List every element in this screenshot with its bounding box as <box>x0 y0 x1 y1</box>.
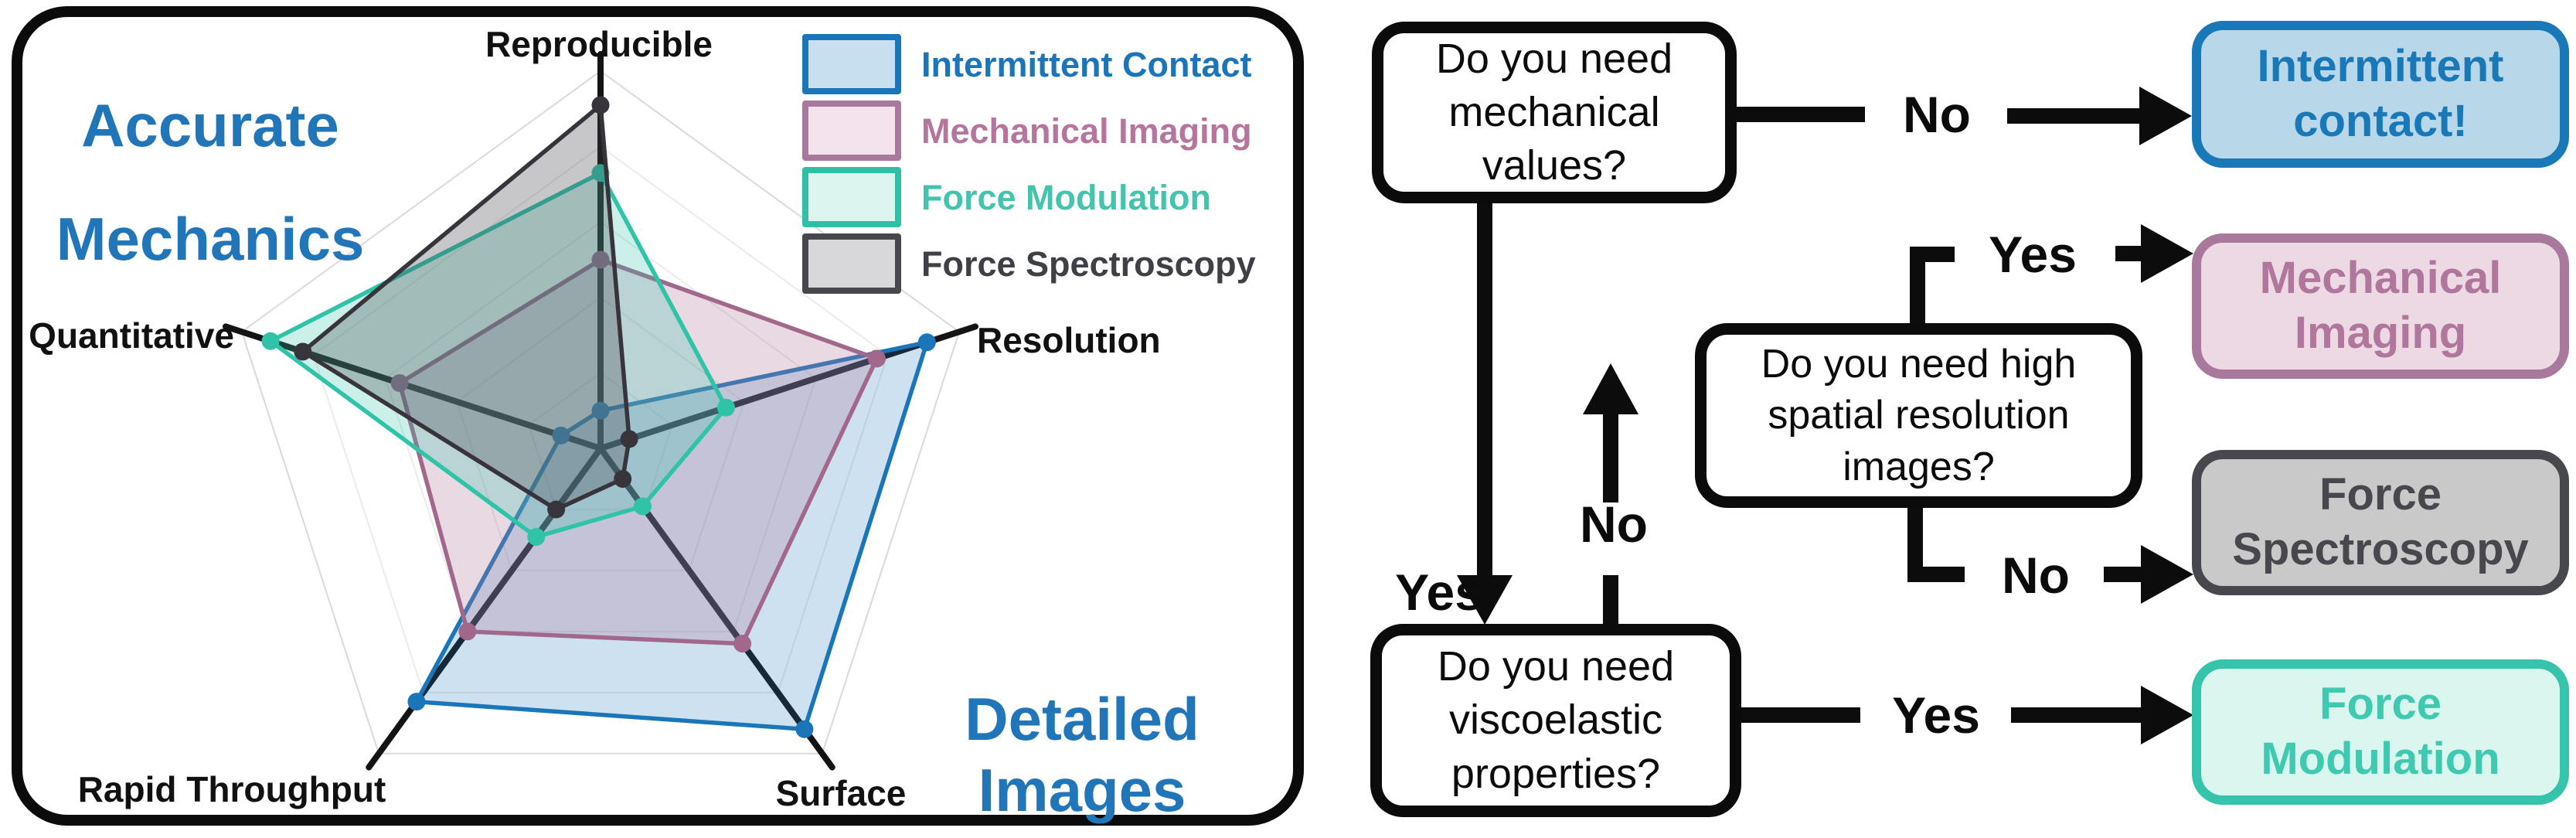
legend-swatch-force-modulation <box>802 167 901 227</box>
label-no-mid: No <box>1580 496 1648 553</box>
legend-item-mechanical-imaging: Mechanical Imaging <box>802 100 1256 161</box>
legend-label: Intermittent Contact <box>921 44 1252 84</box>
arrowhead-yes-mi <box>2141 224 2193 283</box>
label-no-force-spectroscopy: No <box>2002 547 2070 604</box>
axis-label-quantitative: Quantitative <box>29 315 234 356</box>
legend-item-force-modulation: Force Modulation <box>802 167 1256 227</box>
radar-point <box>261 332 280 350</box>
arrowhead-no-top <box>2139 87 2192 145</box>
arrowhead-no-mid-up <box>1583 363 1638 414</box>
radar-panel-border <box>12 6 1304 826</box>
radar-point <box>620 430 638 448</box>
question-box-viscoelastic: Do you need viscoelastic properties? <box>1370 624 1741 817</box>
axis-label-reproducible: Reproducible <box>485 24 713 64</box>
radar-point <box>407 693 426 711</box>
radar-point <box>552 426 570 445</box>
radar-axis-3 <box>366 445 604 771</box>
radar-point <box>591 401 610 420</box>
radar-series-3 <box>301 103 631 512</box>
radar-point <box>591 250 610 269</box>
label-no-top: No <box>1903 86 1971 143</box>
radar-point <box>917 333 936 352</box>
legend: Intermittent Contact Mechanical Imaging … <box>802 34 1256 294</box>
result-box-force-modulation: Force Modulation <box>2192 659 2569 805</box>
axis-label-rapid-throughput: Rapid Throughput <box>77 769 386 809</box>
radar-point <box>733 635 752 653</box>
radar-point <box>591 96 610 114</box>
legend-label: Mechanical Imaging <box>921 111 1252 151</box>
elbow-yes-mi <box>1910 247 1955 323</box>
label-yes-force-modulation: Yes <box>1892 686 1980 744</box>
radar-series-1 <box>397 257 880 646</box>
legend-item-force-spectroscopy: Force Spectroscopy <box>802 233 1256 294</box>
radar-point <box>458 622 477 641</box>
radar-point <box>547 500 566 519</box>
elbow-no-fs <box>1907 508 1965 582</box>
legend-swatch-force-spectroscopy <box>802 233 901 294</box>
legend-swatch-mechanical-imaging <box>802 100 901 161</box>
radar-point <box>716 398 735 417</box>
radar-point <box>633 497 652 516</box>
question-box-mechanical-values: Do you need mechanical values? <box>1372 22 1737 203</box>
legend-label: Force Spectroscopy <box>921 244 1256 284</box>
result-box-force-spectroscopy: Force Spectroscopy <box>2192 450 2569 595</box>
radar-axis-4 <box>222 323 604 451</box>
arrowhead-yes-down <box>1457 575 1513 625</box>
label-yes-down: Yes <box>1395 564 1483 621</box>
question-box-spatial-resolution: Do you need high spatial resolution imag… <box>1695 323 2142 508</box>
caption-detailed-images-line1: Detailed <box>965 685 1200 753</box>
legend-item-intermittent-contact: Intermittent Contact <box>802 34 1256 94</box>
radar-point <box>527 527 546 546</box>
legend-swatch-intermittent-contact <box>802 34 901 94</box>
radar-point <box>867 349 886 368</box>
axis-label-resolution: Resolution <box>977 320 1161 360</box>
radar-grid-ring <box>528 372 673 510</box>
radar-point <box>390 374 409 393</box>
radar-point <box>294 342 312 361</box>
legend-label: Force Modulation <box>921 177 1211 217</box>
label-yes-mechanical-imaging: Yes <box>1989 226 2077 283</box>
caption-detailed-images-line2: Images <box>978 756 1186 824</box>
result-box-intermittent-contact: Intermittent contact! <box>2192 21 2569 168</box>
result-box-mechanical-imaging: Mechanical Imaging <box>2192 233 2569 379</box>
radar-point <box>795 720 814 738</box>
radar-grid-ring <box>384 220 817 632</box>
radar-point <box>614 469 632 488</box>
arrowhead-no-fs <box>2141 545 2193 604</box>
arrowhead-yes-fm <box>2141 686 2193 744</box>
caption-accurate-mechanics-line1: Accurate <box>81 91 339 159</box>
caption-accurate-mechanics-line2: Mechanics <box>56 205 365 273</box>
radar-grid-ring <box>312 145 889 693</box>
axis-label-surface: Surface <box>775 773 907 813</box>
